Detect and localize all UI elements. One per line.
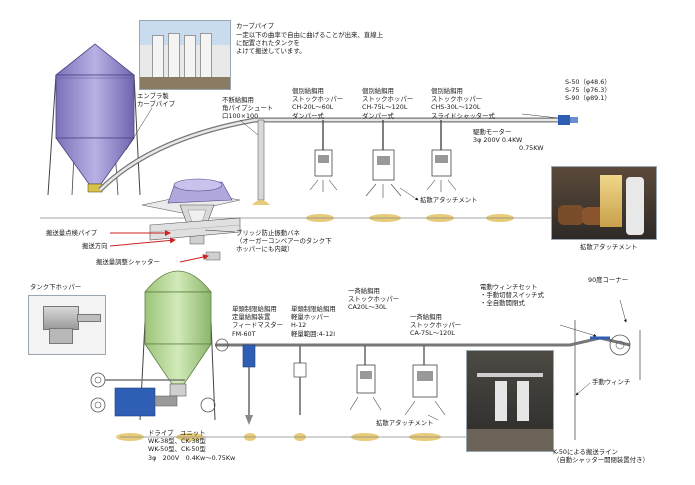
drive-unit-line: 3φ 200V 0.4Kw～0.75Kw [148, 453, 236, 462]
line-caption: K-50による搬送ライン （自動シャッター開閉装置付き） [553, 448, 649, 464]
feed-master-unit [242, 344, 256, 425]
hopper3-line: CHS-30L～120L [431, 103, 481, 112]
tank-hopper-label: タンク下ホッパー [30, 283, 82, 291]
pipe-model-line: S-50（φ48.6） [565, 78, 611, 86]
purple-silo-tank [47, 43, 141, 196]
simul1-line: 一斉給餌用 [348, 287, 380, 295]
enbula-pipe-line: カーブパイプ [137, 100, 175, 109]
hopper2-line: ダンパー式 [362, 111, 394, 120]
hopper3-label: 個別給餌用 ストックホッパー CHS-30L～120L スライドシャッター式 [431, 87, 495, 120]
hopper3-line: スライドシャッター式 [431, 111, 495, 120]
curve-pipe-desc-line: よけて搬送しています。 [236, 47, 306, 56]
motor-label: 駆動モーター 3φ 200V 0.4KW 0.75KW [473, 128, 544, 153]
square-pipe-chute [252, 119, 270, 205]
simul-hopper-1 [349, 345, 382, 411]
manual-winch-label: 手動ウィンチ [592, 378, 631, 386]
continuous-chute-line: 不断給餌用 [222, 96, 254, 104]
hopper1-line: ストックホッパー [292, 95, 344, 104]
corner-label: 90度コーナー [588, 276, 629, 284]
simul1-line: CA20L～30L [348, 303, 387, 312]
simul2-line: CA-75L～120L [410, 329, 455, 338]
light-hopper-line: 軽量範囲:4-12l [291, 329, 335, 338]
hopper1-line: 個別給餌用 [292, 87, 324, 95]
motor-line: 3φ 200V 0.4KW [473, 136, 523, 145]
enbula-pipe-label: エンブラ製 カーブパイプ [137, 92, 175, 108]
curve-pipe-title-text: カーブパイプ [236, 22, 274, 30]
stock-hopper-1 [309, 120, 338, 192]
simul1-line: ストックホッパー [348, 295, 400, 304]
feed-master-line: 定量給餌装置 [232, 313, 271, 322]
barn-line-photo [466, 350, 554, 452]
drive-unit-label: ドライブ ユニット WK-38型、CK-38型 WK-50型、CK-50型 3φ… [148, 429, 235, 462]
simul-hopper-2 [404, 345, 446, 416]
simul2-line: 一斉給餌用 [410, 313, 442, 321]
winch-set-line: ・全自動開閉式 [480, 299, 525, 308]
drive-motor-icon [558, 115, 570, 125]
light-hopper-unit [293, 345, 307, 415]
simul1-label: 一斉給餌用 ストックホッパー CA20L～30L [348, 287, 399, 312]
motor-line: 駆動モーター [473, 128, 512, 136]
feed-master-line: 単頭制限給餌用 [232, 305, 277, 313]
diffuser-label-bottom: 拡散アタッチメント [376, 419, 434, 427]
hopper2-line: 個別給餌用 [362, 87, 394, 95]
winch-set-line: 電動ウィンチセット [480, 283, 538, 291]
hopper3-line: ストックホッパー [431, 95, 483, 104]
direction-label: 搬送方向 [82, 242, 108, 250]
cattle-photo [551, 166, 657, 240]
green-silo-tank [139, 270, 216, 421]
bridge-spring-label: ブリッジ防止振動バネ （オーガーコンベアーのタンク下 ホッパーにも内蔵） [236, 229, 331, 254]
drive-unit-line: WK-50型、CK-50型 [148, 445, 206, 454]
pipe-model-line: S-75（φ76.3） [565, 86, 611, 95]
hopper1-line: ダンパー式 [292, 111, 324, 120]
line-caption-line: K-50による搬送ライン [553, 448, 618, 456]
stock-hopper-3 [426, 120, 457, 192]
feed-master-label: 単頭制限給餌用 定量給餌装置 フィードマスター FM-60T [232, 305, 283, 338]
diffuser-label-top: 拡散アタッチメント [420, 196, 478, 204]
line-caption-line: （自動シャッター開閉装置付き） [553, 456, 649, 465]
continuous-chute-label: 不断給餌用 角パイプシュート 口100×100 [222, 96, 273, 121]
hopper2-label: 個別給餌用 ストックホッパー CH-75L～120L ダンパー式 [362, 87, 413, 120]
pipe-models-label: S-50（φ48.6） S-75（φ76.3） S-90（φ89.1） [565, 78, 611, 103]
light-hopper-line: 軽量ホッパー [291, 313, 330, 322]
stock-hopper-2 [365, 120, 402, 198]
hopper3-line: 個別給餌用 [431, 87, 463, 95]
continuous-chute-line: 口100×100 [222, 112, 259, 121]
curve-pipe-desc-line: 一定以下の曲率で自由に曲げることが出来、直線上に配置されたタンクを [236, 31, 383, 48]
shutter-label: 搬送量調整シャッター [96, 258, 160, 266]
feed-master-line: フィードマスター [232, 321, 283, 330]
simul2-line: ストックホッパー [410, 321, 462, 330]
light-hopper-line: H-12 [291, 321, 307, 330]
light-hopper-line: 単頭制限給餌用 [291, 305, 336, 313]
winch-set-label: 電動ウィンチセット ・手動切替スイッチ式 ・全自動開閉式 [480, 283, 544, 308]
pipe-model-line: S-90（φ89.1） [565, 94, 611, 103]
curve-pipe-title: カーブパイプ [236, 22, 274, 30]
continuous-chute-line: 角パイプシュート [222, 104, 274, 113]
winch-set-line: ・手動切替スイッチ式 [480, 291, 544, 300]
feed-master-line: FM-60T [232, 329, 256, 338]
check-pipe-label: 搬送量点検パイプ [46, 229, 98, 237]
bottom-conveyor [215, 336, 631, 347]
simul2-label: 一斉給餌用 ストックホッパー CA-75L～120L [410, 313, 461, 338]
light-hopper-label: 単頭制限給餌用 軽量ホッパー H-12 軽量範囲:4-12l [291, 305, 336, 338]
drive-unit-line: WK-38型、CK-38型 [148, 437, 206, 446]
auger-hopper-detail [141, 178, 241, 261]
drive-unit-line: ドライブ ユニット [148, 429, 206, 437]
silo-photo [139, 20, 231, 90]
hopper2-line: CH-75L～120L [362, 103, 408, 112]
hopper1-line: CH-20L～60L [292, 103, 334, 112]
hopper2-line: ストックホッパー [362, 95, 414, 104]
curve-pipe-desc: 一定以下の曲率で自由に曲げることが出来、直線上に配置されたタンクを よけて搬送し… [236, 31, 386, 56]
enbula-pipe-line: エンブラ製 [137, 92, 169, 100]
bridge-line: ブリッジ防止振動バネ [236, 229, 300, 237]
diffuser-photo-caption: 拡散アタッチメント [580, 243, 638, 251]
motor-line: 0.75KW [519, 144, 544, 153]
bridge-line: （オーガーコンベアーのタンク下 [236, 237, 332, 246]
drive-unit [90, 372, 216, 417]
bridge-line: ホッパーにも内蔵） [236, 245, 294, 254]
tank-hopper-photo [28, 295, 106, 355]
hopper1-label: 個別給餌用 ストックホッパー CH-20L～60L ダンパー式 [292, 87, 343, 120]
